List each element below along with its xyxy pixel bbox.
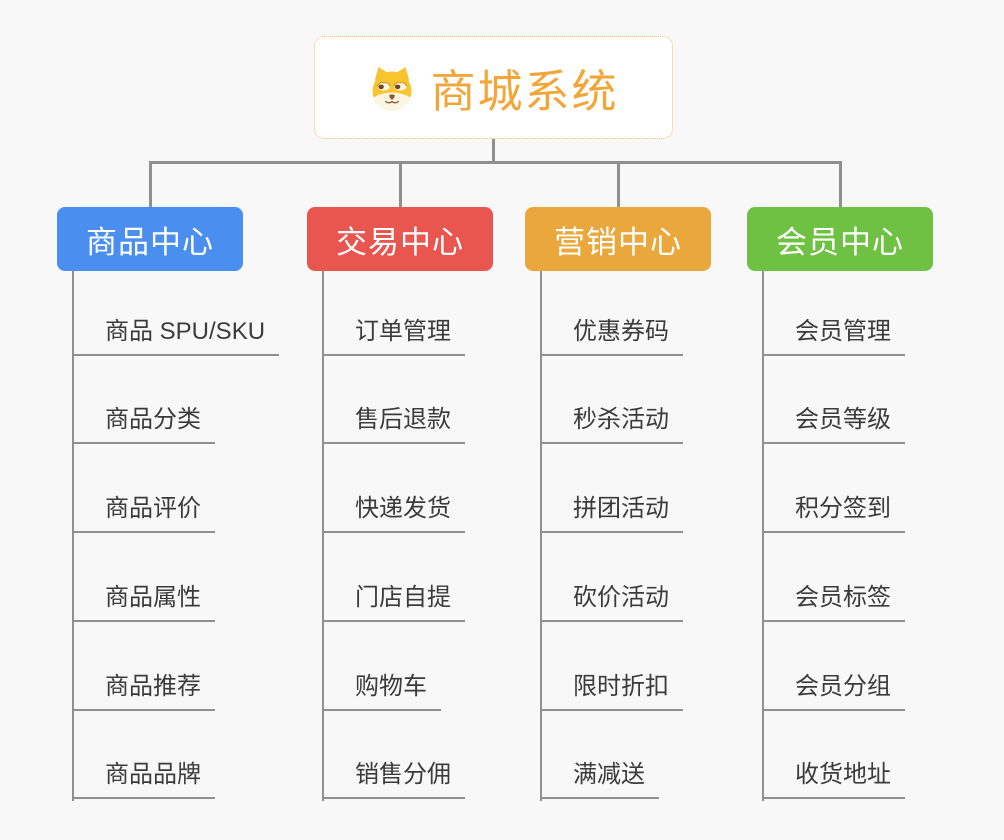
leaf-node[interactable]: 限时折扣 bbox=[540, 671, 683, 711]
connector-bus bbox=[149, 161, 841, 164]
connector-trunk bbox=[322, 271, 324, 801]
leaf-node[interactable]: 商品推荐 bbox=[72, 671, 215, 711]
connector-branch-drop bbox=[149, 161, 152, 207]
branch-node-marketing-center[interactable]: 营销中心 bbox=[525, 207, 711, 271]
connector-branch-drop bbox=[839, 161, 842, 207]
leaf-node[interactable]: 商品分类 bbox=[72, 404, 215, 444]
leaf-node[interactable]: 会员标签 bbox=[762, 582, 905, 622]
connector-branch-drop bbox=[399, 161, 402, 207]
root-node[interactable]: 商城系统 bbox=[314, 36, 673, 139]
leaf-node[interactable]: 满减送 bbox=[540, 759, 659, 799]
leaf-node[interactable]: 拼团活动 bbox=[540, 493, 683, 533]
root-title: 商城系统 bbox=[430, 66, 619, 117]
branch-node-trade-center[interactable]: 交易中心 bbox=[307, 207, 493, 271]
leaf-node[interactable]: 订单管理 bbox=[322, 316, 465, 356]
leaf-node[interactable]: 商品品牌 bbox=[72, 759, 215, 799]
leaf-node[interactable]: 会员管理 bbox=[762, 316, 905, 356]
leaf-node[interactable]: 快递发货 bbox=[322, 493, 465, 533]
connector-trunk bbox=[540, 271, 542, 801]
leaf-node[interactable]: 砍价活动 bbox=[540, 582, 683, 622]
connector-root-drop bbox=[492, 139, 495, 164]
leaf-node[interactable]: 秒杀活动 bbox=[540, 404, 683, 444]
leaf-node[interactable]: 积分签到 bbox=[762, 493, 905, 533]
leaf-node[interactable]: 会员等级 bbox=[762, 404, 905, 444]
connector-branch-drop bbox=[617, 161, 620, 207]
leaf-node[interactable]: 购物车 bbox=[322, 671, 441, 711]
leaf-node[interactable]: 门店自提 bbox=[322, 582, 465, 622]
leaf-node[interactable]: 商品评价 bbox=[72, 493, 215, 533]
leaf-node[interactable]: 收货地址 bbox=[762, 759, 905, 799]
branch-node-product-center[interactable]: 商品中心 bbox=[57, 207, 243, 271]
leaf-node[interactable]: 售后退款 bbox=[322, 404, 465, 444]
leaf-node[interactable]: 优惠券码 bbox=[540, 316, 683, 356]
connector-trunk bbox=[72, 271, 74, 801]
dog-face-icon bbox=[372, 66, 412, 110]
branch-node-member-center[interactable]: 会员中心 bbox=[747, 207, 933, 271]
connector-trunk bbox=[762, 271, 764, 801]
leaf-node[interactable]: 商品 SPU/SKU bbox=[72, 316, 280, 356]
leaf-node[interactable]: 商品属性 bbox=[72, 582, 215, 622]
leaf-node[interactable]: 销售分佣 bbox=[322, 759, 465, 799]
leaf-node[interactable]: 会员分组 bbox=[762, 671, 905, 711]
